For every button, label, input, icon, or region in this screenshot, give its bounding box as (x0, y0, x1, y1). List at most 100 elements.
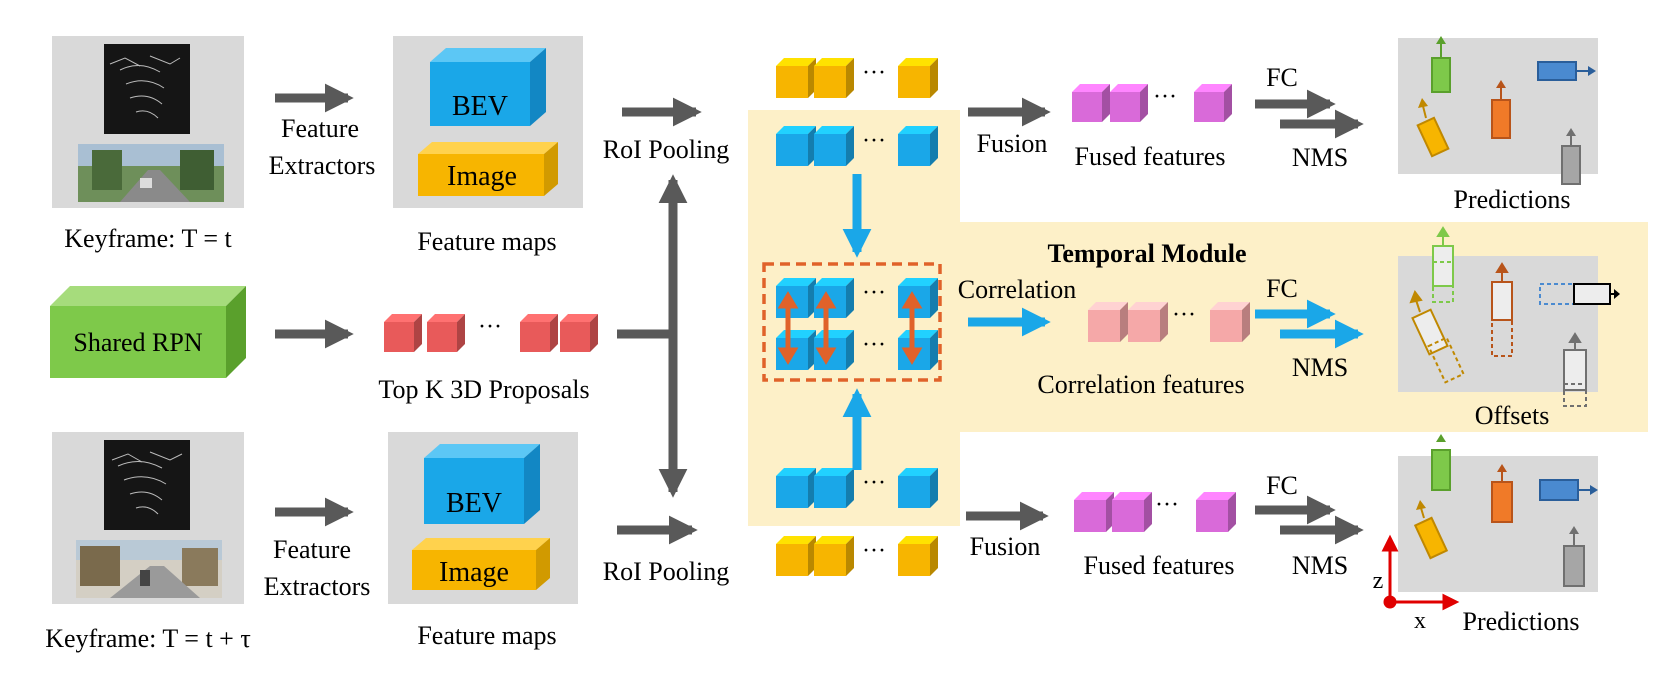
gray-offset-box-icon (1563, 332, 1587, 407)
fused-features-bottom-label: Fused features (1084, 551, 1235, 580)
correlation-label: Correlation (958, 275, 1076, 304)
image-feature-cube: Image (412, 538, 550, 590)
fc-bottom-label: FC (1266, 471, 1298, 500)
green-offset-box-icon (1432, 226, 1454, 303)
correlation-feature-cube (1128, 302, 1168, 342)
offsets-panel (1398, 226, 1620, 407)
fused-features-top (1072, 84, 1232, 122)
image-pooled-cube (814, 58, 854, 98)
pooled-cubes-image-top (776, 58, 938, 98)
shared-rpn-block: Shared RPN (50, 286, 246, 378)
pooled-cubes-bev-bottom (776, 468, 938, 508)
bev-label: BEV (452, 91, 508, 122)
fusion-top-label: Fusion (977, 129, 1048, 158)
feature-maps-panel-top: BEV Image (393, 36, 583, 208)
correlation-feature-cube (1210, 302, 1250, 342)
correlation-feature-cube (1088, 302, 1128, 342)
proposal-cube (427, 314, 465, 352)
fused-feature-cube (1194, 84, 1232, 122)
nms-bottom-label: NMS (1292, 551, 1348, 580)
pooled-cubes-image-bottom (776, 536, 938, 576)
fused-feature-cube (1196, 492, 1236, 532)
bev-pooled-cube (898, 468, 938, 508)
correlation-block-border (762, 262, 942, 382)
camera-image-thumbnail (76, 540, 222, 598)
bev-pooled-cube (814, 126, 854, 166)
image-pooled-cube (776, 58, 816, 98)
fused-feature-cube (1074, 492, 1114, 532)
proposal-cube (384, 314, 422, 352)
top-k-proposals-label: Top K 3D Proposals (378, 375, 589, 404)
shared-rpn-label: Shared RPN (73, 328, 203, 357)
proposal-cube (560, 314, 598, 352)
roi-pooling-bottom-label: RoI Pooling (603, 557, 729, 586)
image-label: Image (447, 161, 517, 192)
input-panel-keyframe-t (52, 36, 244, 208)
lidar-bev-thumbnail (104, 44, 190, 134)
predictions-panel-top (1398, 36, 1598, 185)
image-label: Image (439, 557, 509, 588)
correlation-features (1088, 302, 1250, 342)
yellow-box-icon (1416, 98, 1450, 158)
keyframe-t-label: Keyframe: T = t (64, 224, 232, 253)
bev-pooled-cube (776, 126, 816, 166)
offsets-label: Offsets (1475, 401, 1550, 430)
correlation-input-cube (898, 330, 938, 370)
feature-extractors-bottom-line2: Extractors (264, 572, 371, 601)
ellipsis-image-bottom: ··· (862, 538, 886, 564)
ellipsis-corr-upper: ··· (862, 280, 886, 306)
fc-top-label: FC (1266, 63, 1298, 92)
green-box-icon (1431, 36, 1451, 93)
feature-extractors-bottom-line1: Feature (273, 535, 351, 564)
feature-maps-bottom-label: Feature maps (417, 621, 556, 650)
feature-maps-top-label: Feature maps (417, 227, 556, 256)
fused-features-bottom (1074, 492, 1236, 532)
lidar-points-icon (111, 451, 183, 515)
lidar-points-icon (109, 55, 181, 119)
proposal-cubes (384, 314, 598, 352)
ellipsis-fused-bottom: ··· (1155, 492, 1179, 518)
feature-extractors-top-line2: Extractors (269, 151, 376, 180)
feature-extractors-top-line1: Feature (281, 114, 359, 143)
proposals-ellipsis: ··· (478, 314, 502, 340)
roi-pooling-top-label: RoI Pooling (603, 135, 729, 164)
image-pooled-cube (776, 536, 816, 576)
bev-feature-cube: BEV (424, 444, 540, 524)
fused-feature-cube (1110, 84, 1148, 122)
nms-middle-label: NMS (1292, 353, 1348, 382)
yellow-offset-box-icon (1409, 289, 1465, 384)
temporal-module-title: Temporal Module (1047, 239, 1246, 268)
image-pooled-cube (898, 58, 938, 98)
orange-offset-box-icon (1491, 262, 1513, 357)
ellipsis-bev-bottom: ··· (862, 470, 886, 496)
image-pooled-cube (898, 536, 938, 576)
pooled-cubes-bev-top (776, 126, 938, 166)
fused-feature-cube (1112, 492, 1152, 532)
image-pooled-cube (814, 536, 854, 576)
correlation-input-cube (898, 278, 938, 318)
blue-offset-box-icon (1539, 283, 1620, 305)
ellipsis-fused-top: ··· (1153, 84, 1177, 110)
input-panel-keyframe-t-tau (52, 432, 244, 604)
bev-pooled-cube (898, 126, 938, 166)
correlation-input-cube (776, 278, 816, 318)
correlation-input-cube (814, 278, 854, 318)
fusion-bottom-label: Fusion (970, 532, 1041, 561)
proposal-cube (520, 314, 558, 352)
ellipsis-corr-lower: ··· (862, 332, 886, 358)
bev-pooled-cube (814, 468, 854, 508)
fused-feature-cube (1072, 84, 1110, 122)
axis-x-label: x (1414, 608, 1426, 634)
temporal-module-region (748, 110, 1648, 526)
feature-maps-panel-bottom: BEV Image (388, 432, 578, 604)
ellipsis-image-top: ··· (862, 60, 886, 86)
yellow-box-icon (1413, 500, 1449, 560)
image-feature-cube: Image (418, 142, 558, 196)
keyframe-t-tau-label: Keyframe: T = t + τ (45, 624, 251, 653)
ellipsis-correlation: ··· (1172, 302, 1196, 328)
correlation-features-label: Correlation features (1037, 370, 1244, 399)
bev-pooled-cube (776, 468, 816, 508)
fused-features-top-label: Fused features (1075, 142, 1226, 171)
blue-box-icon (1537, 61, 1596, 81)
